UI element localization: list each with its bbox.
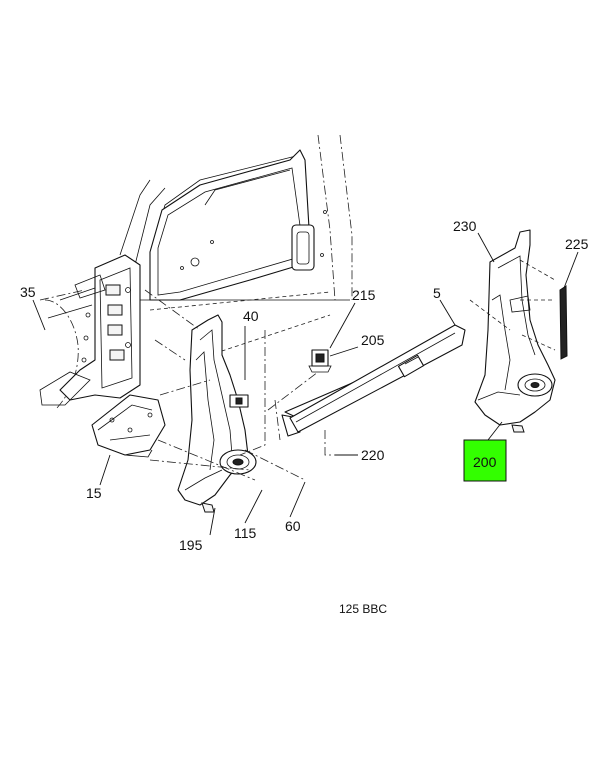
part-35-frame bbox=[39, 254, 141, 411]
part-225-weatherstrip bbox=[559, 285, 568, 360]
frame-slot bbox=[105, 284, 121, 296]
door-handle-recess bbox=[291, 224, 315, 271]
callout-60[interactable]: 60 bbox=[285, 518, 301, 534]
alignment-lines bbox=[39, 259, 556, 481]
callout-40[interactable]: 40 bbox=[243, 308, 259, 324]
callout-15[interactable]: 15 bbox=[86, 485, 102, 501]
callout-200-highlight[interactable] bbox=[463, 439, 507, 482]
callout-215[interactable]: 215 bbox=[352, 287, 376, 303]
callout-195[interactable]: 195 bbox=[179, 537, 203, 553]
part-195-pillar-trim bbox=[177, 314, 257, 513]
callout-225[interactable]: 225 bbox=[565, 236, 589, 252]
callout-220[interactable]: 220 bbox=[361, 447, 385, 463]
callout-200[interactable]: 200 bbox=[473, 454, 497, 470]
part-230-pillar-trim bbox=[474, 229, 556, 433]
callout-115[interactable]: 115 bbox=[234, 525, 257, 541]
part-5-scuff-plate bbox=[289, 324, 466, 433]
callout-205[interactable]: 205 bbox=[361, 332, 385, 348]
callout-5[interactable]: 5 bbox=[433, 285, 441, 301]
callout-230[interactable]: 230 bbox=[453, 218, 477, 234]
diagram-code: 125 BBC bbox=[339, 602, 387, 616]
leader-lines bbox=[32, 232, 579, 536]
callout-35[interactable]: 35 bbox=[20, 284, 36, 300]
part-15-bracket bbox=[91, 394, 166, 458]
part-215-clip bbox=[308, 349, 332, 373]
callout-labels: 35 15 40 195 115 60 215 205 5 220 230 22… bbox=[20, 218, 589, 553]
cab-body bbox=[119, 134, 353, 361]
